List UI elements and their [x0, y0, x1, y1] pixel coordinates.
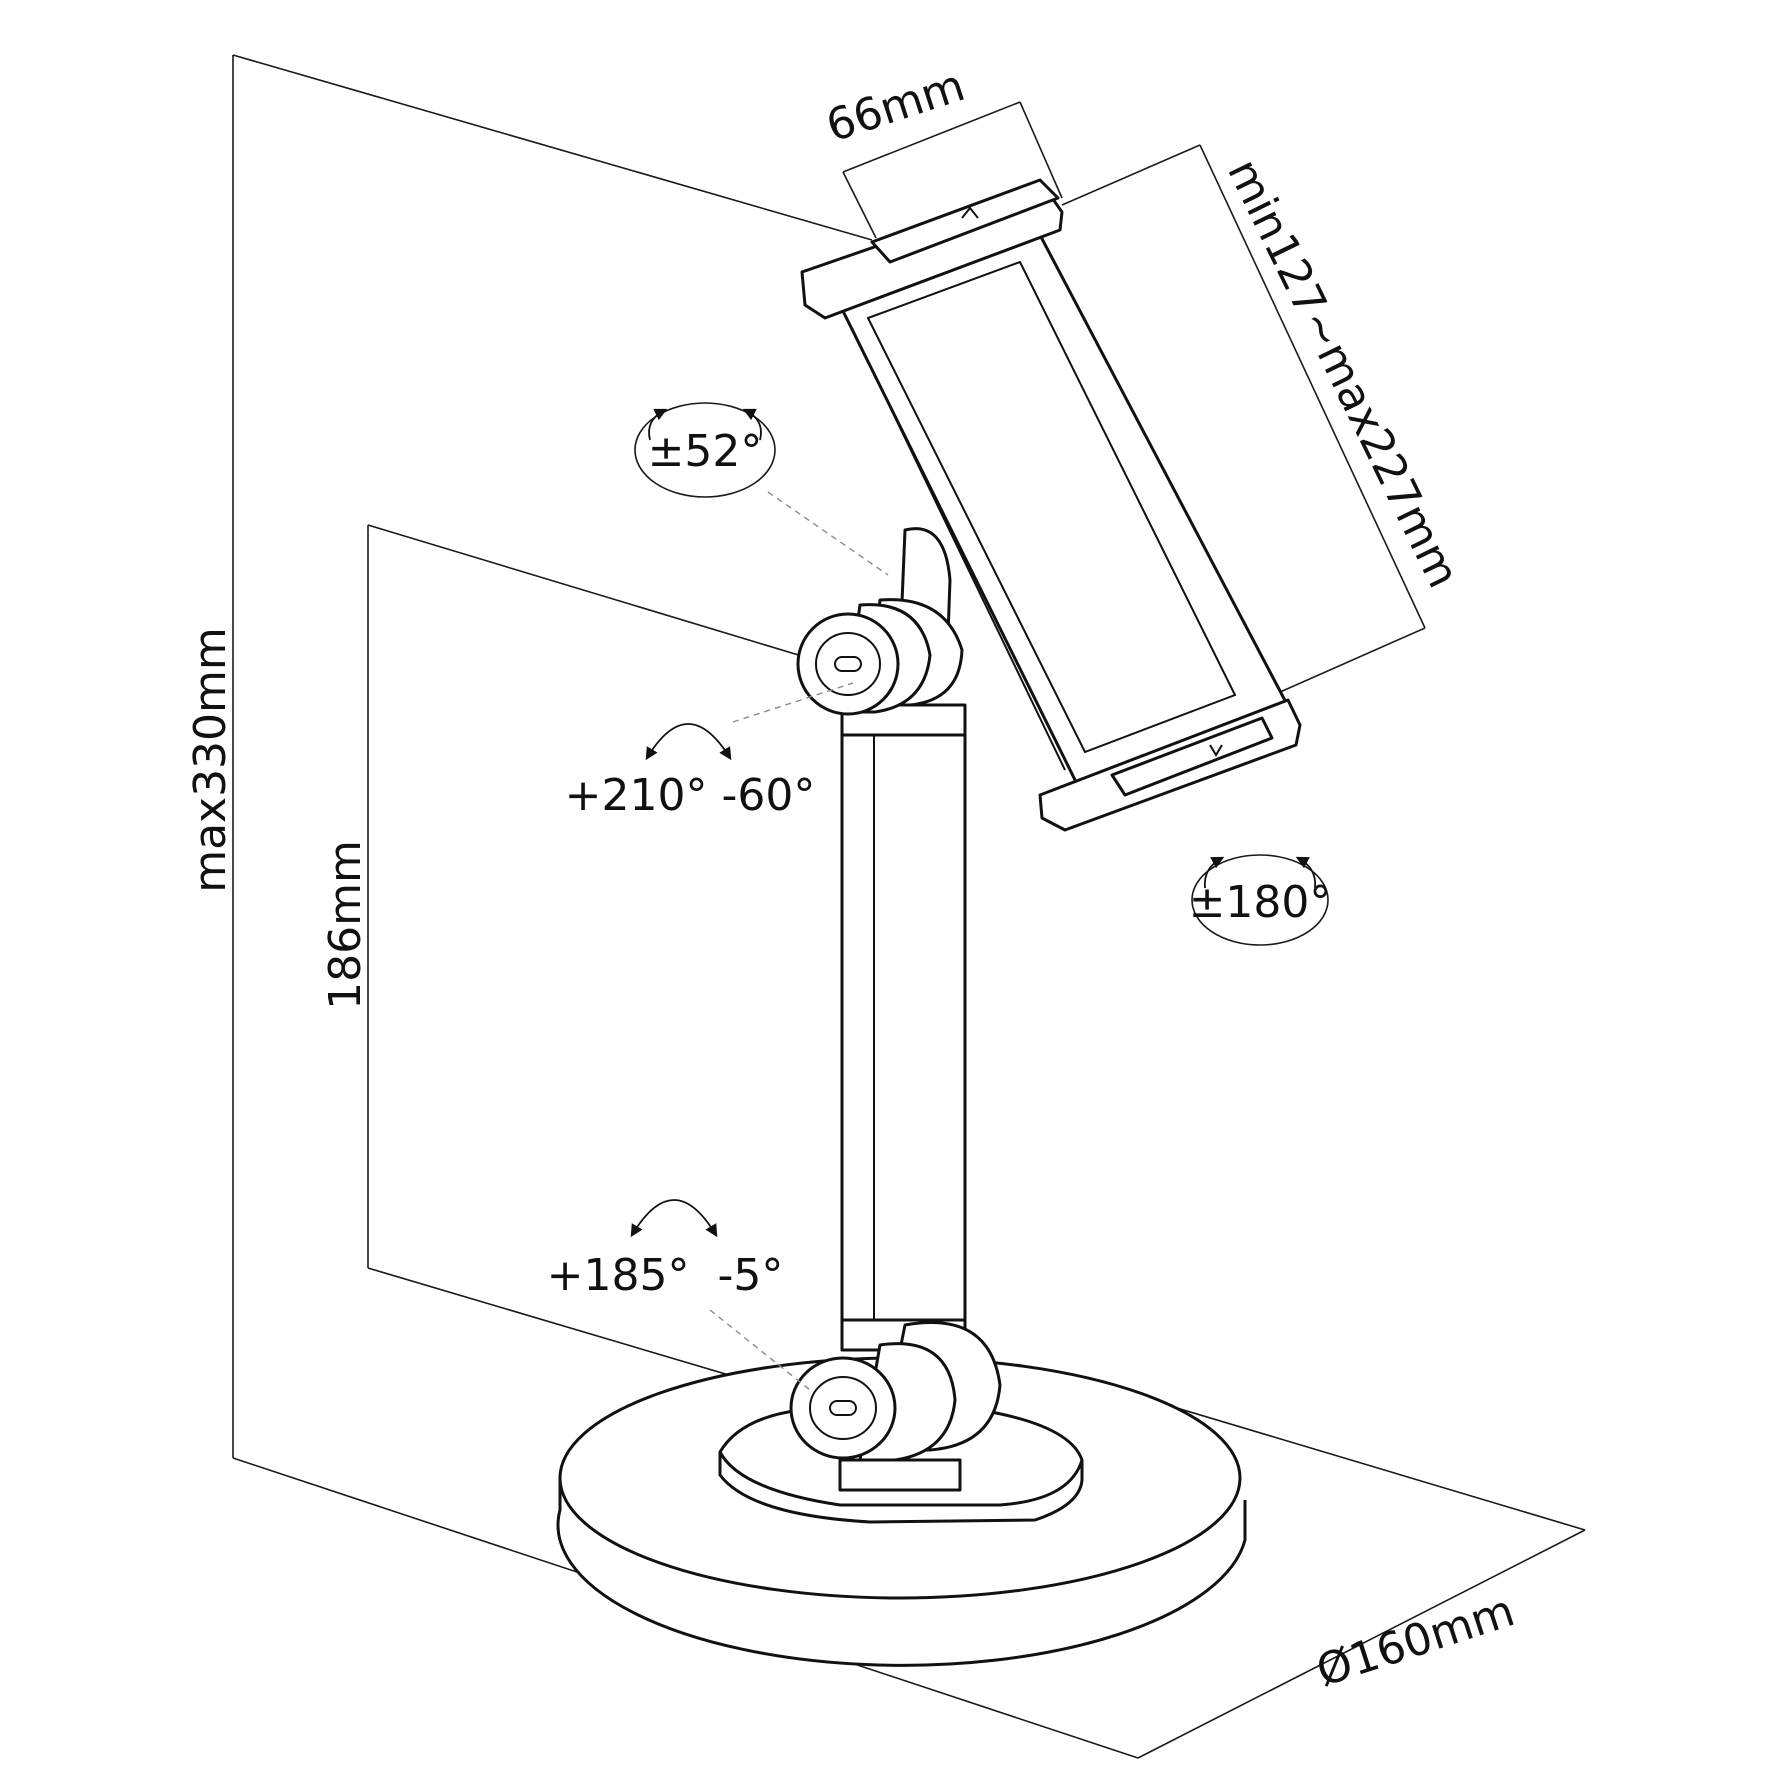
- lower-hinge-screw-icon: [829, 1400, 857, 1416]
- lower-joint-indicator: [630, 1199, 811, 1391]
- width-left-extension: [842, 171, 877, 239]
- holder-height-bottom-extension: [1261, 627, 1426, 701]
- rotation-label: ±180°: [1189, 877, 1332, 928]
- tablet-holder: [800, 178, 1302, 832]
- arm-height-top-extension: [367, 524, 816, 661]
- width-dimension-line: [842, 101, 1021, 173]
- support-column: [838, 703, 967, 1492]
- holder-height-top-extension: [1061, 144, 1201, 206]
- max-height-top-extension: [232, 54, 873, 241]
- upper-joint-indicator: [645, 682, 854, 761]
- holder-height-label: min127~max227mm: [1217, 152, 1469, 596]
- upper-hinge: [796, 527, 964, 716]
- lower-joint-label: +185° -5°: [547, 1250, 784, 1301]
- tilt-label: ±52°: [648, 426, 763, 477]
- rotation-indicator: [1191, 854, 1329, 946]
- upper-hinge-screw-icon: [834, 656, 862, 672]
- arm-height-label: 186mm: [320, 840, 371, 1010]
- width-label: 66mm: [820, 60, 971, 152]
- dimension-lines: [232, 54, 1586, 1759]
- base-diameter-dimension-line: [1137, 1529, 1586, 1759]
- upper-joint-label: +210° -60°: [565, 770, 816, 821]
- tilt-indicator: [634, 402, 889, 576]
- lower-hinge: [789, 1321, 1002, 1462]
- bottom-clamp-arrow-icon: [1209, 744, 1223, 757]
- holder-height-dimension-line: [1199, 144, 1426, 629]
- width-right-extension: [1019, 101, 1063, 199]
- base-diameter-label: Ø160mm: [1310, 1585, 1520, 1697]
- max-height-label: max330mm: [185, 627, 236, 893]
- top-clamp-arrow-icon: [961, 206, 979, 219]
